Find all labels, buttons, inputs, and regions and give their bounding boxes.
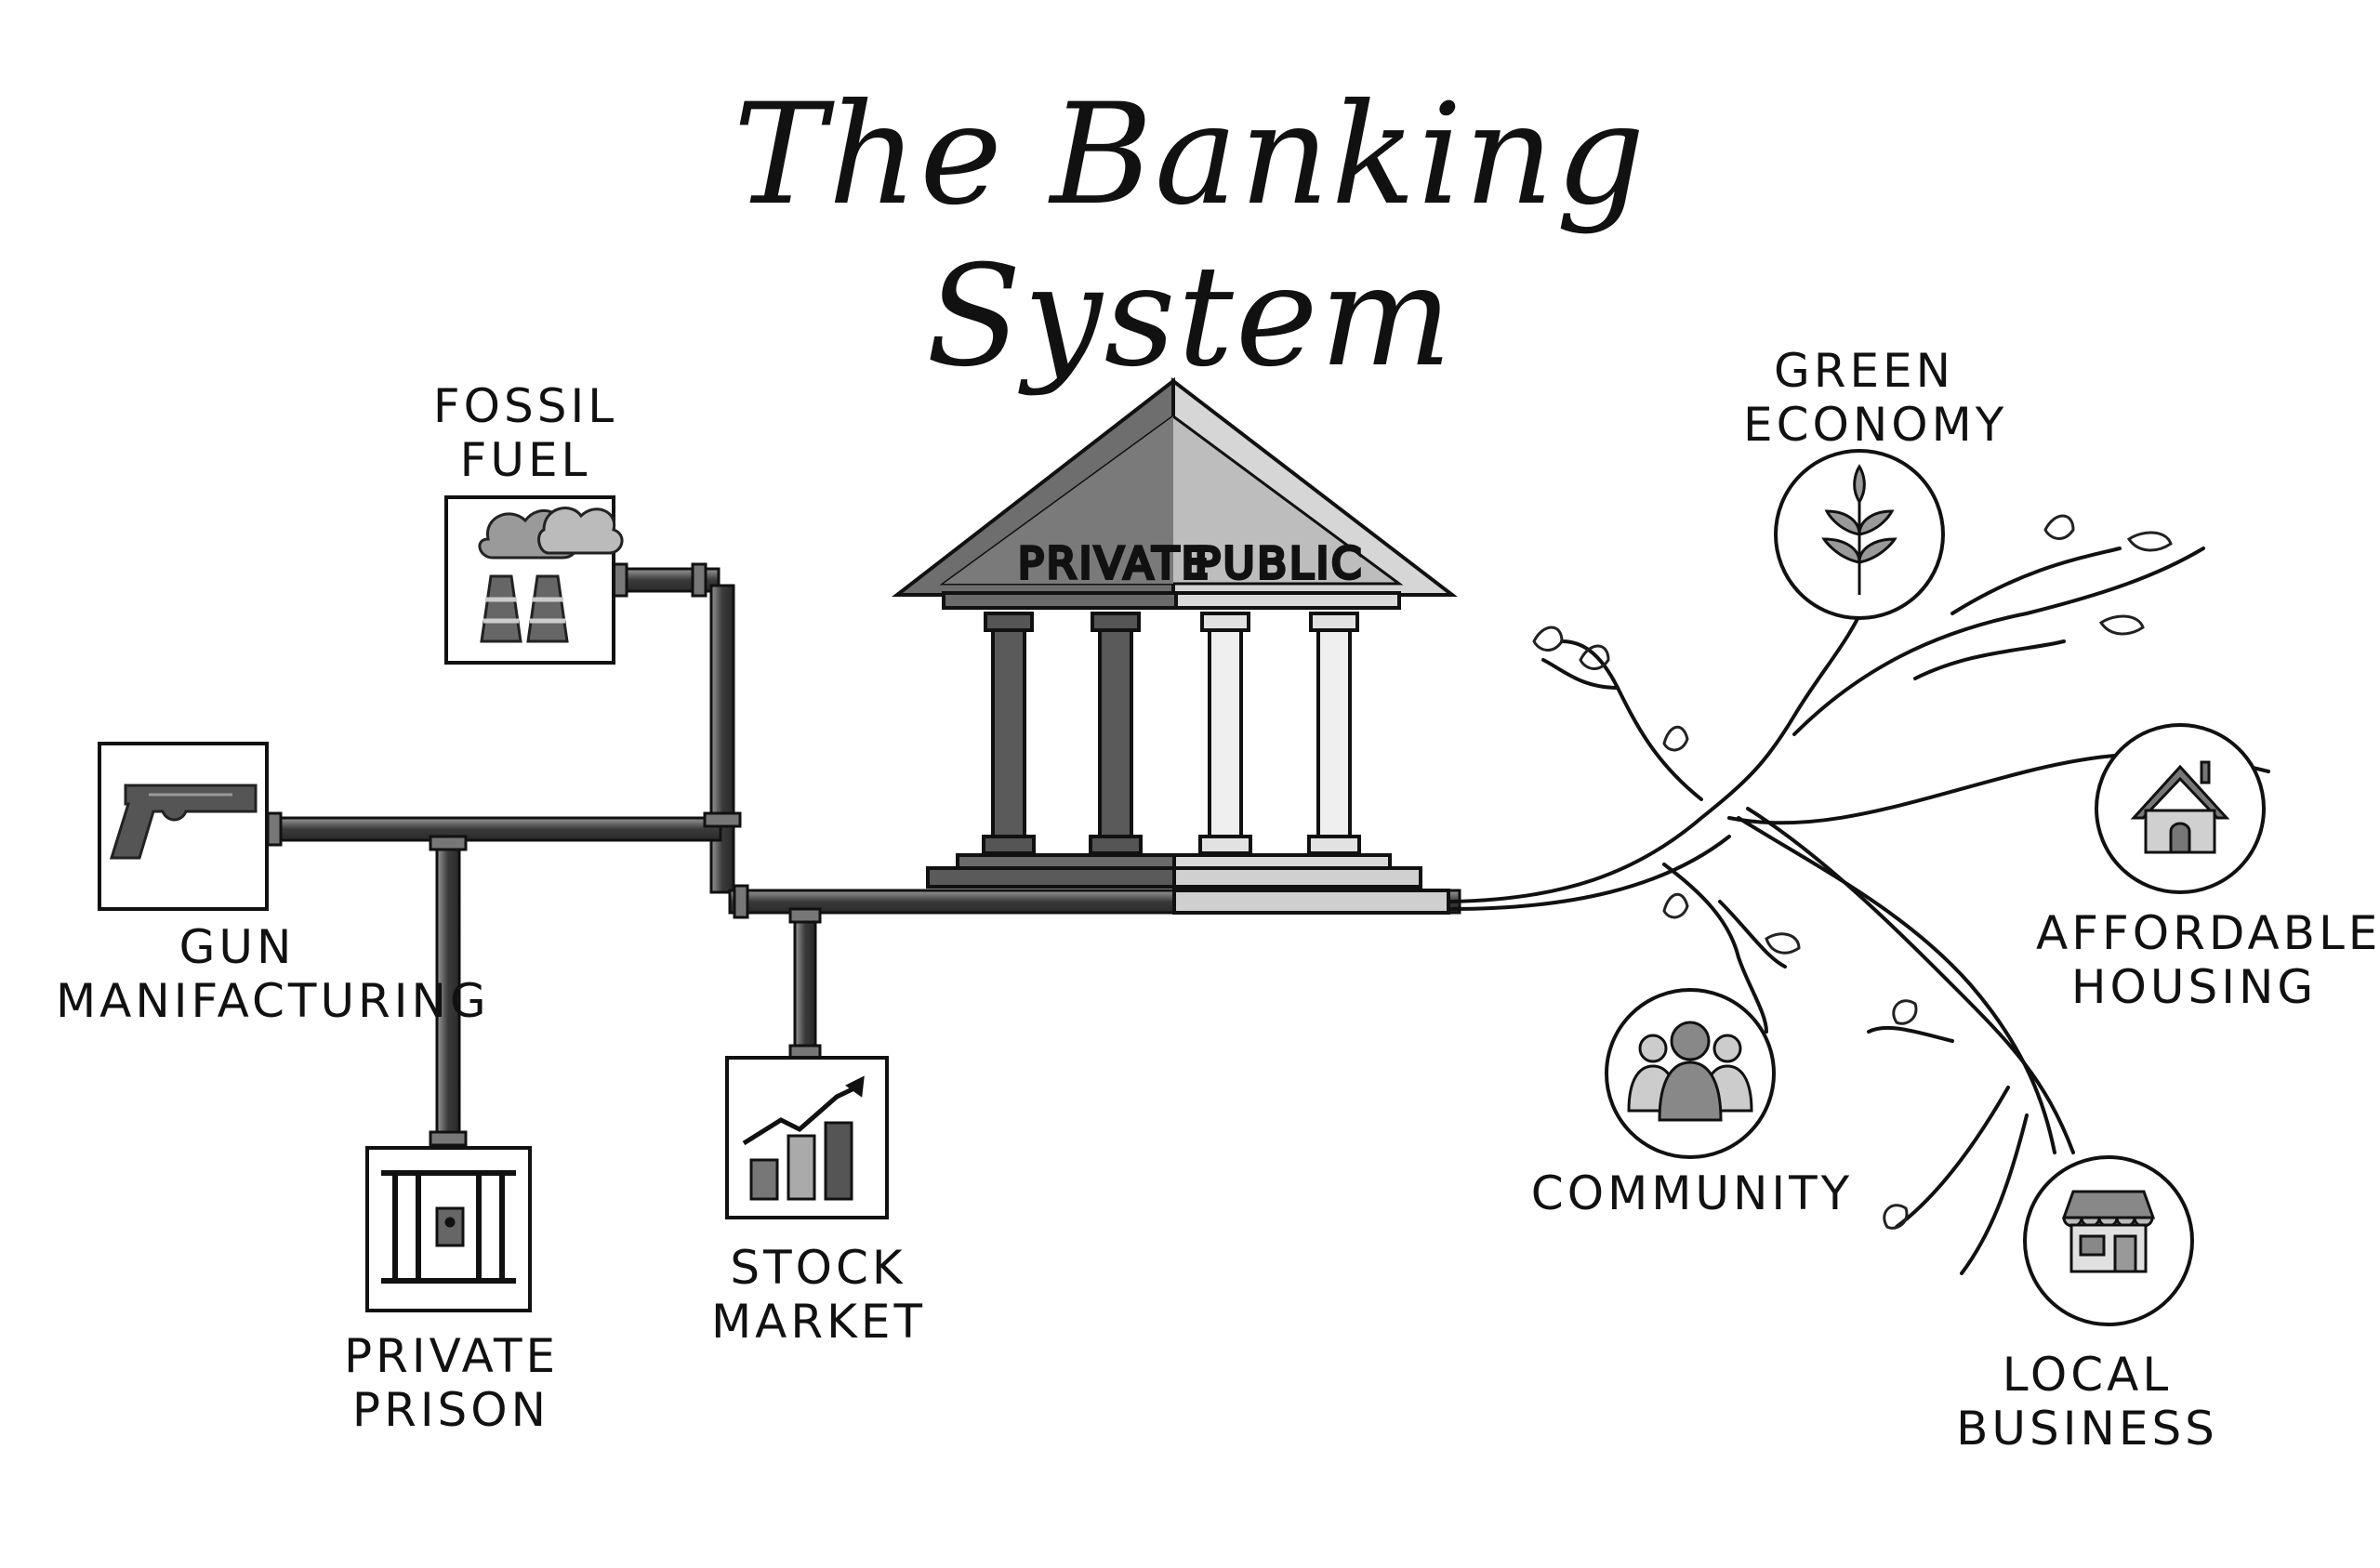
pipe-stock-vertical — [793, 911, 817, 1054]
house-icon — [2130, 760, 2230, 854]
prison-bars-icon — [381, 1170, 516, 1284]
bank-columns — [982, 612, 1361, 855]
bank-label-public: PUBLIC — [1195, 538, 1364, 588]
tree-leaves — [1532, 514, 2173, 1230]
label-stock-market: STOCK MARKET — [711, 1241, 927, 1349]
stock-market-box — [725, 1056, 889, 1219]
label-fossil-fuel: FOSSIL FUEL — [432, 379, 618, 487]
affordable-housing-circle — [2095, 723, 2266, 894]
fossil-fuel-box — [444, 495, 624, 665]
green-economy-circle — [1774, 449, 1945, 620]
storefront-icon — [2061, 1190, 2156, 1273]
factory-smoke-icon — [478, 507, 624, 643]
bank-label-private: PRIVATE — [1018, 538, 1211, 588]
label-green-economy: GREEN ECONOMY — [1743, 344, 2008, 452]
community-circle — [1605, 988, 1776, 1159]
pistol-icon — [109, 784, 258, 860]
label-affordable-housing: AFFORDABLE HOUSING — [2036, 906, 2380, 1014]
gun-manufacturing-box — [98, 742, 269, 911]
bank-building: PRIVATE PUBLIC — [892, 376, 1458, 915]
label-private-prison: PRIVATE PRISON — [344, 1329, 560, 1437]
label-gun-manufacturing: GUN MANIFACTURING — [56, 920, 490, 1028]
local-business-circle — [2023, 1155, 2194, 1326]
diagram-title: The Banking System — [733, 74, 1647, 398]
people-group-icon — [1627, 1021, 1753, 1122]
label-community: COMMUNITY — [1530, 1166, 1854, 1220]
label-local-business: LOCAL BUSINESS — [1956, 1348, 2218, 1456]
private-prison-box — [365, 1146, 532, 1312]
pipe-main-vertical — [709, 584, 735, 894]
pipe-gun-horizontal — [272, 816, 722, 842]
stock-chart-icon — [742, 1075, 865, 1201]
tree-branches — [1448, 547, 2270, 1275]
plant-sprout-icon — [1821, 464, 1897, 595]
